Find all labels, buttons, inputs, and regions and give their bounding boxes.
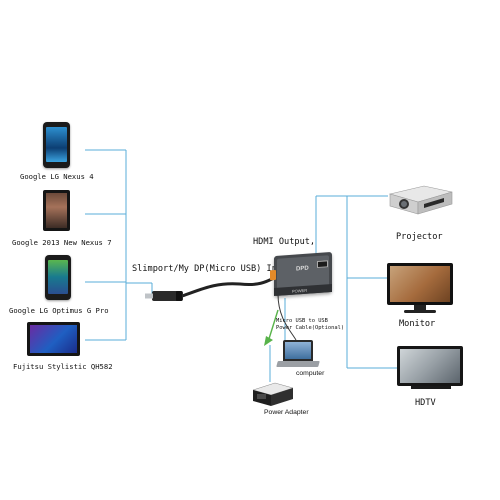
power-arrow-head bbox=[264, 336, 273, 346]
laptop-cable bbox=[277, 293, 297, 341]
output-label-hdtv: HDTV bbox=[415, 398, 436, 408]
slimport-adapter: DPD POWER bbox=[270, 251, 332, 297]
adapter-power-text: POWER bbox=[292, 287, 308, 294]
laptop-device bbox=[283, 340, 313, 361]
source-label-3: Google LG Optimus G Pro bbox=[9, 306, 109, 315]
hdmi-port bbox=[317, 260, 328, 269]
power-label-adapter: Power Adapter bbox=[264, 409, 309, 416]
optimus-g-pro-phone bbox=[45, 255, 71, 300]
monitor-device bbox=[387, 263, 453, 305]
input-cable bbox=[181, 276, 275, 298]
power-adapter-icon bbox=[252, 382, 294, 406]
source-label-2: Google 2013 New Nexus 7 bbox=[12, 238, 112, 247]
output-label-monitor: Monitor bbox=[399, 319, 436, 329]
output-label-projector: Projector bbox=[396, 232, 443, 242]
power-label-computer: computer bbox=[296, 370, 325, 377]
source-label-4: Fujitsu Stylistic QH582 bbox=[13, 362, 113, 371]
power-cable-label: Micro USB to USB Power Cable(Optional) bbox=[276, 318, 344, 332]
fujitsu-tablet bbox=[27, 322, 80, 356]
projector-device bbox=[384, 180, 456, 220]
power-cable-label-line2: Power Cable(Optional) bbox=[276, 325, 345, 331]
input-label: Slimport/My DP(Micro USB) Input bbox=[132, 264, 293, 274]
adapter-logo: DPD bbox=[296, 265, 309, 273]
power-arrow-shaft bbox=[267, 309, 279, 343]
nexus-7-tablet bbox=[43, 190, 70, 231]
source-label-1: Google LG Nexus 4 bbox=[20, 172, 94, 181]
micro-usb-connector bbox=[145, 291, 183, 301]
hdtv-device bbox=[397, 346, 463, 386]
power-cable-label-line1: Micro USB to USB bbox=[276, 318, 328, 324]
nexus-4-phone bbox=[43, 122, 70, 168]
projector-icon bbox=[388, 185, 453, 215]
output-label: HDMI Output, bbox=[253, 237, 316, 247]
adapter-connector-tip bbox=[270, 269, 276, 281]
power-adapter-device bbox=[251, 380, 295, 407]
